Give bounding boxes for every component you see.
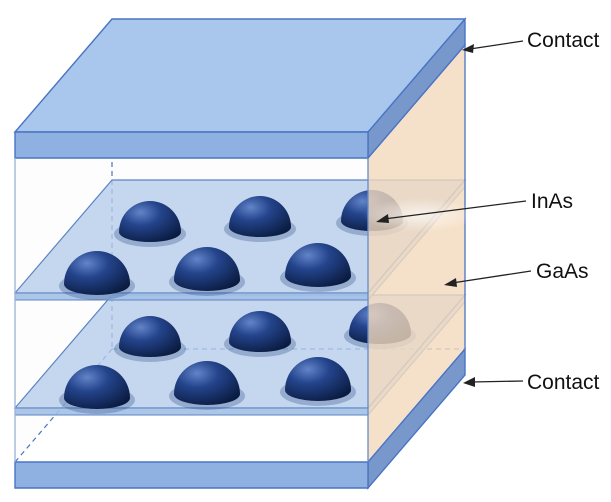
quantum-dot (119, 316, 181, 357)
label-contact-top: Contact (527, 29, 600, 52)
bottom-contact-front-face (14, 461, 369, 489)
arrowhead-icon (376, 214, 389, 223)
quantum-dot (229, 311, 291, 352)
top-contact-layer (13, 17, 467, 160)
leader-line-contact-top (469, 40, 524, 50)
lower-plane-quantum-dots (59, 303, 416, 414)
leader-line-contact-bottom (470, 380, 524, 383)
quantum-dot (64, 365, 130, 409)
quantum-dot (174, 361, 240, 405)
label-inas: InAs (531, 190, 573, 213)
quantum-dot (285, 243, 351, 287)
lower-plane-front-edge (14, 407, 369, 416)
quantum-dot (64, 251, 130, 295)
quantum-dot (174, 247, 240, 291)
label-gaas: GaAs (536, 260, 589, 283)
arrowhead-icon (462, 44, 474, 53)
top-contact-front-face (14, 131, 369, 159)
annotations: Contact InAs GaAs Contact (376, 29, 600, 394)
bottom-contact-layer (14, 347, 466, 490)
quantum-dot (285, 357, 351, 401)
arrowhead-icon (463, 377, 475, 387)
quantum-dot (229, 196, 291, 237)
leader-line-gaas (451, 270, 532, 284)
label-contact-bottom: Contact (527, 371, 600, 394)
arrowhead-icon (444, 278, 457, 287)
leader-line-inas (383, 200, 527, 220)
quantum-dot (119, 201, 181, 242)
